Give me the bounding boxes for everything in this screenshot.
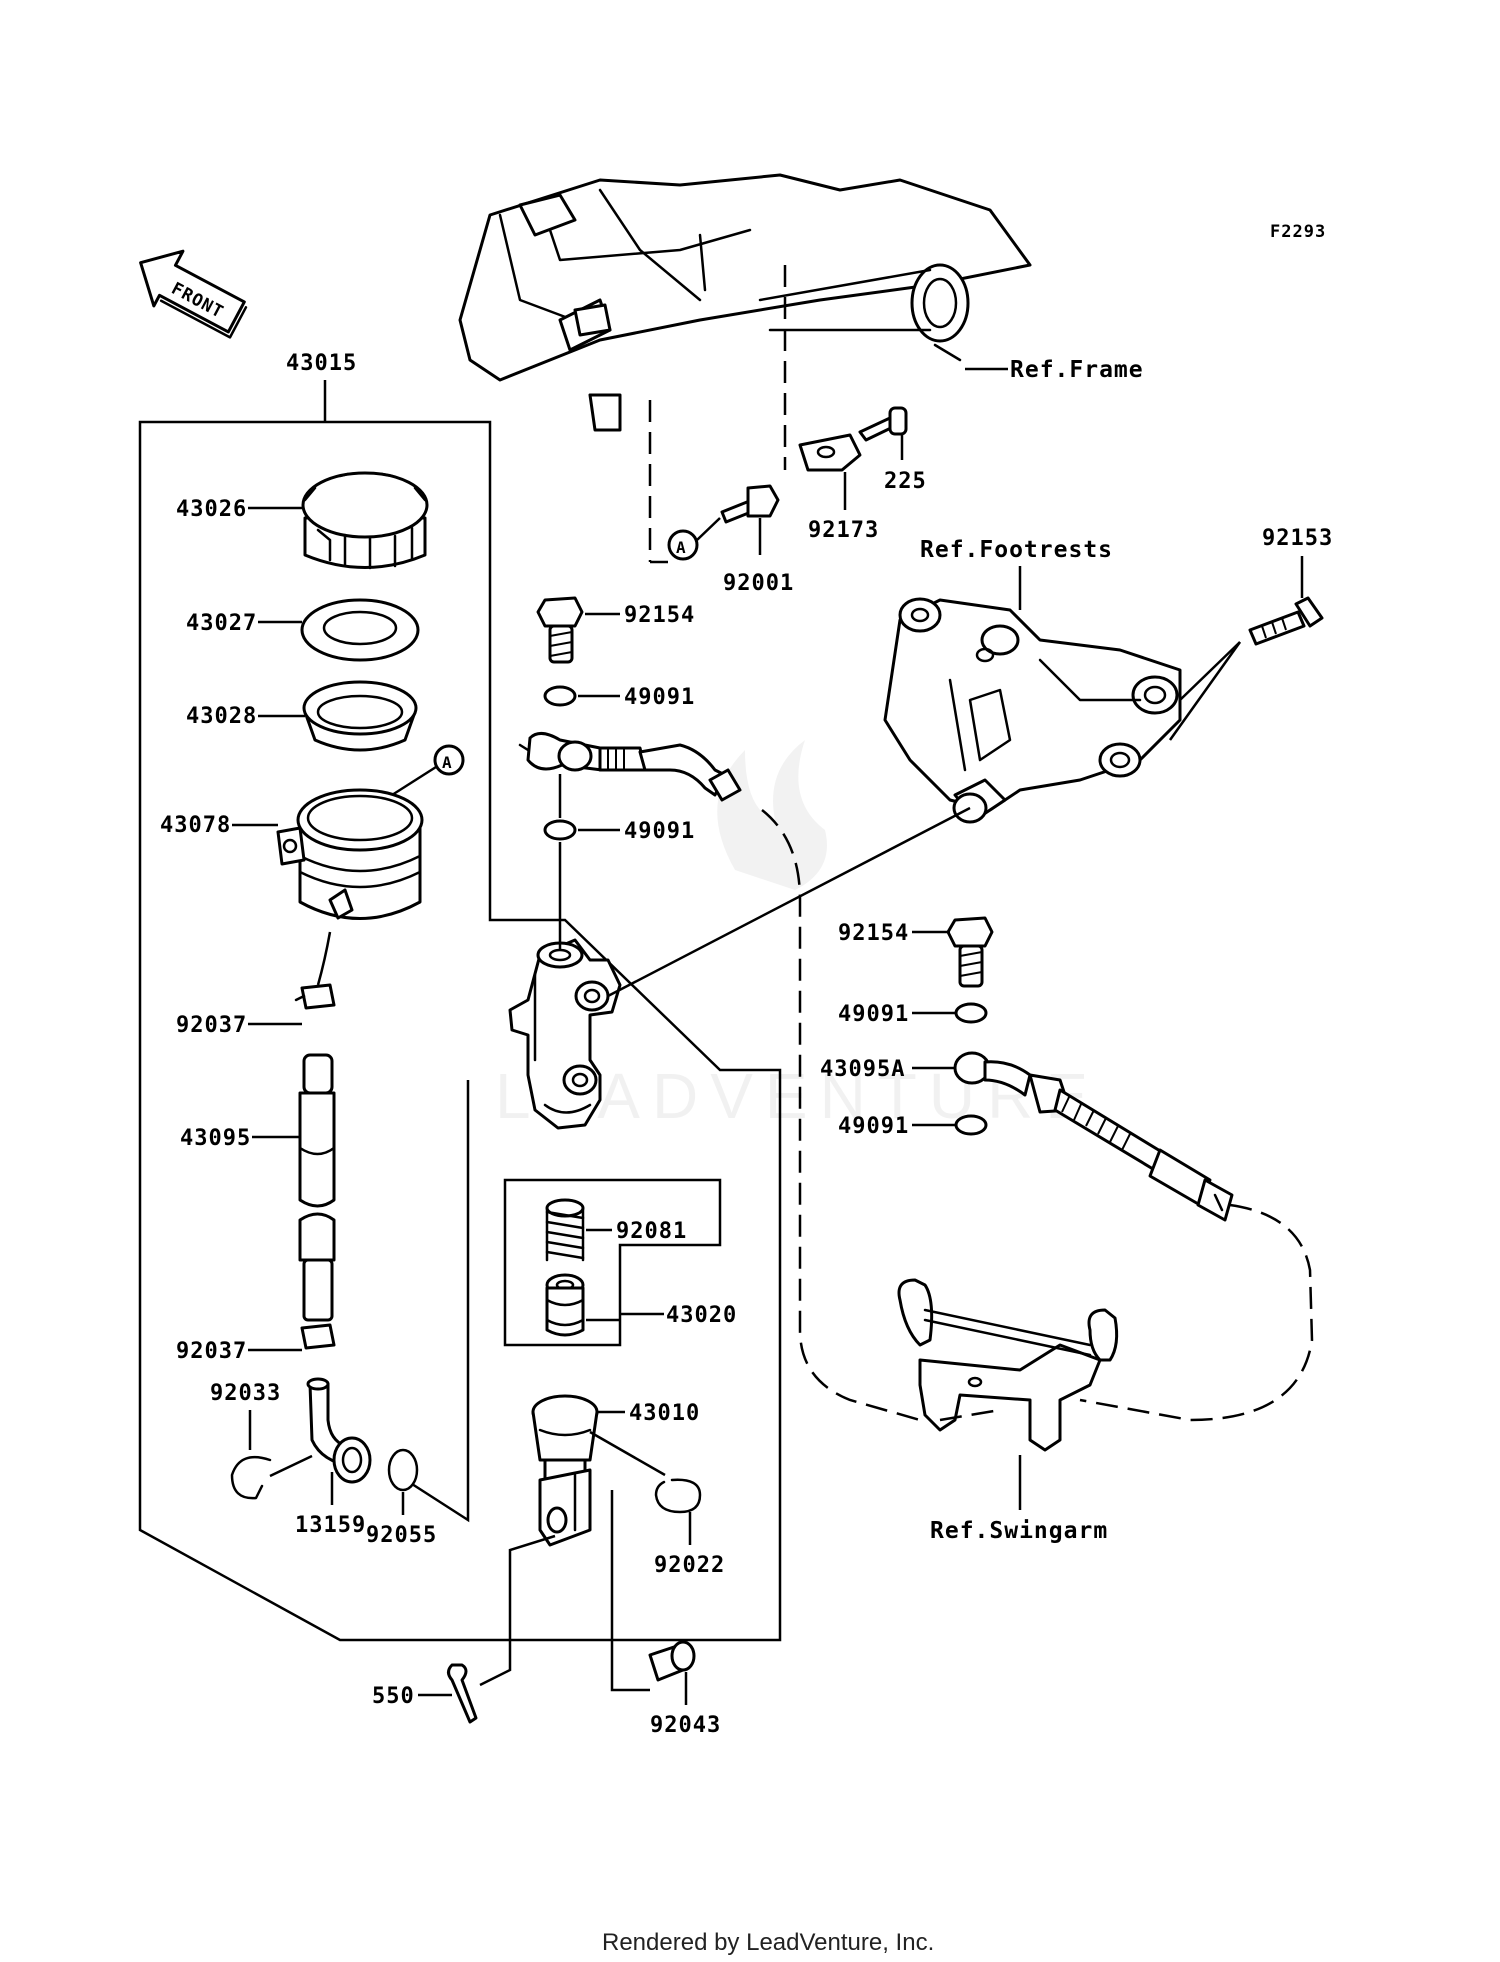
washer-49091-b-part — [543, 819, 577, 841]
label-92055: 92055 — [366, 1523, 437, 1548]
callout-a-top: A — [676, 538, 687, 557]
label-43028: 43028 — [186, 704, 257, 729]
bolt-92153-part — [1248, 596, 1324, 646]
label-43015: 43015 — [286, 351, 357, 376]
elbow-fitting-13159-part — [306, 1377, 372, 1484]
footrest-bracket-illustration — [883, 597, 1182, 824]
piston-kit-43020-outline — [503, 1178, 722, 1347]
cotter-pin-550-part — [447, 1663, 478, 1724]
label-43026: 43026 — [176, 497, 247, 522]
label-92022: 92022 — [654, 1553, 725, 1578]
diaphragm-plate-43027-part — [300, 598, 420, 662]
master-cylinder-body-part — [508, 938, 622, 1130]
piston-part — [545, 1273, 585, 1337]
label-92037-lower: 92037 — [176, 1339, 247, 1364]
label-92033: 92033 — [210, 1381, 281, 1406]
circlip-92033-part — [230, 1455, 272, 1500]
push-rod-43010-part — [531, 1394, 599, 1547]
label-43095a: 43095A — [820, 1057, 905, 1082]
reservoir-43078-part — [276, 788, 424, 920]
spring-92081-part — [545, 1198, 585, 1262]
label-49091-d: 49091 — [838, 1114, 909, 1139]
diagram-code: F2293 — [1270, 222, 1326, 242]
footer-credit: Rendered by LeadVenture, Inc. — [602, 1929, 934, 1956]
label-225: 225 — [884, 469, 927, 494]
callout-a-circle-left — [433, 744, 465, 776]
label-92173: 92173 — [808, 518, 879, 543]
front-arrow-icon: FRONT — [139, 249, 248, 339]
label-92154-lower: 92154 — [838, 921, 909, 946]
clamp-92173-part — [798, 433, 862, 472]
brake-hose-43095a-part — [953, 1051, 1234, 1222]
label-43027: 43027 — [186, 611, 257, 636]
label-49091-b: 49091 — [624, 819, 695, 844]
swingarm-hose-guide-illustration — [897, 1278, 1119, 1452]
label-550: 550 — [372, 1684, 415, 1709]
label-43010: 43010 — [629, 1401, 700, 1426]
label-92081: 92081 — [616, 1219, 687, 1244]
banjo-bolt-92154-lower-part — [946, 916, 994, 988]
callout-a-circle-top — [667, 529, 699, 561]
hose-clamp-92037b-part — [300, 1323, 336, 1350]
diaphragm-43028-part — [302, 680, 418, 752]
ref-frame-label: Ref.Frame — [1010, 357, 1144, 383]
kit-43015-outline — [138, 420, 782, 1642]
frame-illustration — [458, 173, 1032, 432]
circlip-92022-part — [654, 1478, 702, 1514]
screw-225-part — [858, 406, 908, 442]
bolt-92001-part — [720, 484, 780, 524]
label-92153: 92153 — [1262, 526, 1333, 551]
label-92154-upper: 92154 — [624, 603, 695, 628]
label-49091-a: 49091 — [624, 685, 695, 710]
label-43095: 43095 — [180, 1126, 251, 1151]
washer-49091-c-part — [954, 1002, 988, 1024]
label-43020: 43020 — [666, 1303, 737, 1328]
hose-clamp-92037a-part — [294, 983, 336, 1010]
o-ring-92055-part — [387, 1448, 419, 1492]
label-92037-upper: 92037 — [176, 1013, 247, 1038]
washer-49091-d-part — [954, 1114, 988, 1136]
pin-92043-part — [648, 1640, 696, 1682]
label-92043: 92043 — [650, 1713, 721, 1738]
label-49091-c: 49091 — [838, 1002, 909, 1027]
banjo-bolt-92154-upper-part — [536, 596, 584, 664]
label-13159: 13159 — [295, 1513, 366, 1538]
ref-swingarm-label: Ref.Swingarm — [930, 1518, 1108, 1544]
label-43078: 43078 — [160, 813, 231, 838]
callout-a-left: A — [442, 753, 453, 772]
label-92001: 92001 — [723, 571, 794, 596]
washer-49091-a-part — [543, 685, 577, 707]
ref-footrests-label: Ref.Footrests — [920, 537, 1113, 563]
reservoir-cap-43026-part — [301, 471, 429, 570]
brake-hose-upper-part — [518, 732, 742, 802]
hose-43095-part — [298, 1053, 336, 1322]
